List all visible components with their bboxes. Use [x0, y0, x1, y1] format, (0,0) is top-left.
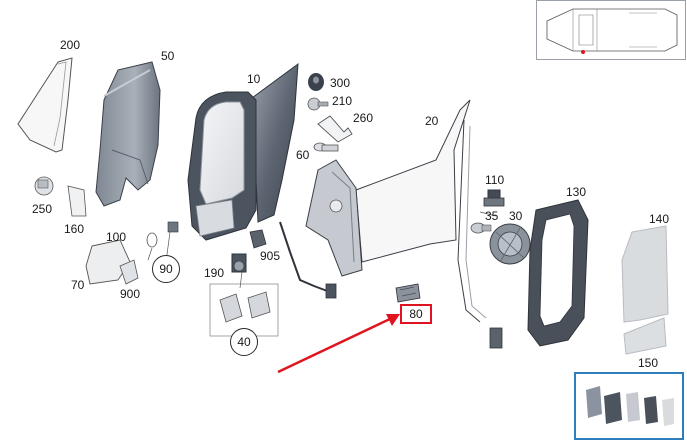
callout-80-highlighted[interactable]: 80 [400, 304, 432, 324]
part-80-connector [395, 283, 421, 303]
callout-50[interactable]: 50 [161, 49, 175, 63]
part-70-turn-signal [85, 239, 131, 285]
callout-160[interactable]: 160 [64, 222, 85, 236]
part-110-clip [483, 189, 505, 207]
part-150-glass [623, 317, 667, 355]
part-50-housing [95, 61, 161, 207]
part-35-screw [470, 222, 492, 234]
callout-190[interactable]: 190 [204, 266, 225, 280]
part-200-cover [17, 57, 73, 153]
part-905-plug [167, 221, 267, 249]
part-250-socket [34, 176, 54, 196]
callout-905[interactable]: 905 [260, 249, 281, 263]
mirror-assembly-thumbnail-icon [586, 386, 674, 426]
callout-70[interactable]: 70 [71, 278, 85, 292]
callout-30[interactable]: 30 [509, 209, 523, 223]
callout-100[interactable]: 100 [106, 230, 127, 244]
callout-260[interactable]: 260 [353, 111, 374, 125]
part-260-bracket [317, 115, 353, 143]
callout-210[interactable]: 210 [332, 94, 353, 108]
part-20-plug [489, 327, 503, 349]
callout-900[interactable]: 900 [120, 287, 141, 301]
callout-10[interactable]: 10 [247, 72, 261, 86]
callout-200[interactable]: 200 [60, 38, 81, 52]
part-10-harness [279, 221, 337, 299]
vehicle-overview-thumbnail[interactable] [536, 0, 686, 60]
part-300-grommet [308, 73, 324, 91]
part-60-bolt [313, 142, 339, 152]
callout-130[interactable]: 130 [566, 185, 587, 199]
van-top-view-icon [546, 8, 678, 54]
assembly-overview-thumbnail[interactable] [574, 372, 684, 440]
part-130-frame [527, 199, 589, 347]
callout-60[interactable]: 60 [296, 148, 310, 162]
part-160-lamp [67, 185, 87, 217]
part-10-mirror-unit [187, 62, 299, 241]
callout-35[interactable]: 35 [485, 209, 499, 223]
part-900-bulb-holder [119, 259, 139, 285]
part-140-glass [621, 225, 669, 323]
part-190-sensor [231, 253, 247, 273]
callout-150[interactable]: 150 [638, 356, 659, 370]
part-30-motor [489, 223, 531, 265]
part-100-bulb [146, 232, 158, 248]
callout-20[interactable]: 20 [425, 114, 439, 128]
callout-140[interactable]: 140 [649, 212, 670, 226]
callout-250[interactable]: 250 [32, 202, 53, 216]
callout-110[interactable]: 110 [485, 173, 505, 187]
callout-90[interactable]: 90 [152, 255, 180, 283]
part-20-arm [305, 99, 487, 323]
part-210-screw [307, 97, 329, 111]
highlight-arrow [277, 314, 400, 374]
callout-40[interactable]: 40 [230, 328, 258, 356]
callout-300[interactable]: 300 [330, 76, 351, 90]
